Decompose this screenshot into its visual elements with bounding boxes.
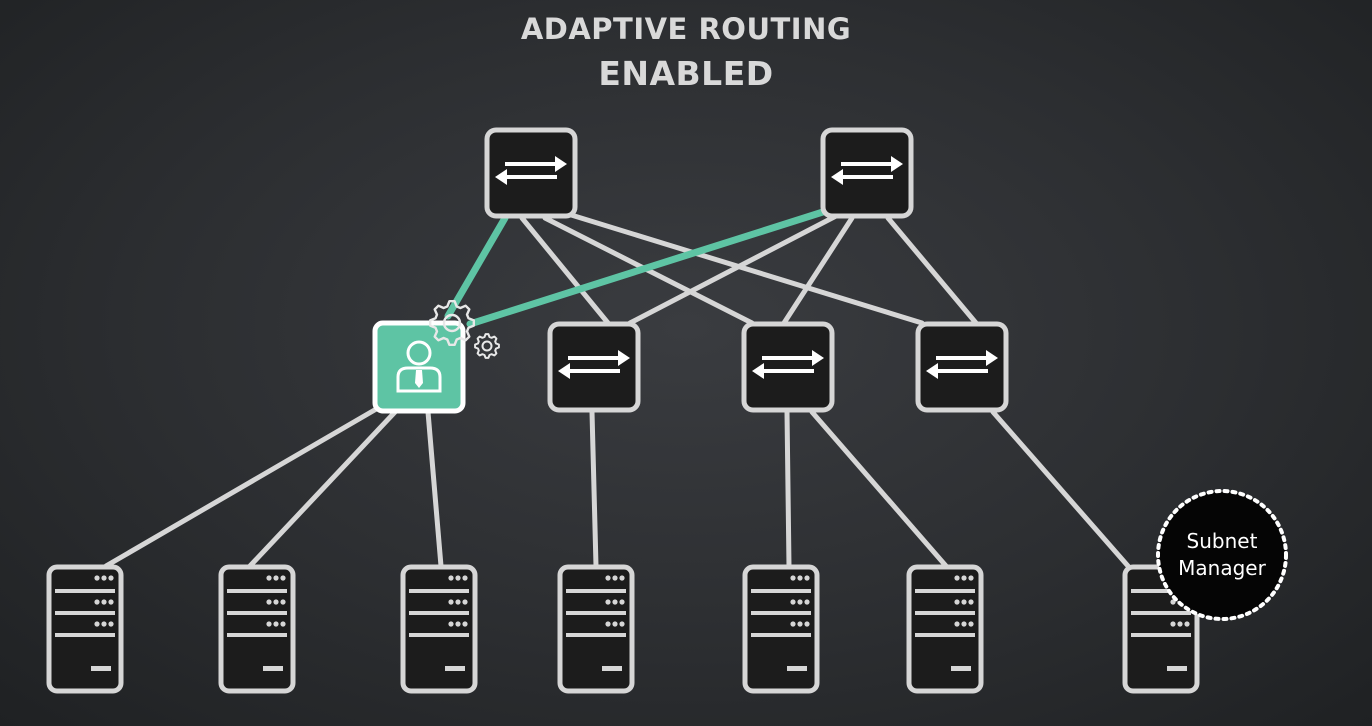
link-leaf-1-server-3	[425, 409, 444, 569]
gear-icon-small	[474, 333, 500, 359]
link-leaf-3-server-6	[809, 409, 949, 569]
server-icon-server-5	[745, 567, 817, 691]
link-spine-2-leaf-4	[885, 215, 979, 326]
server-icon-server-3	[403, 567, 475, 691]
server-icon-server-2	[221, 567, 293, 691]
server-icon-server-1	[49, 567, 121, 691]
link-spine-2-leaf-2	[627, 213, 839, 326]
switch-spine-2	[820, 127, 914, 219]
diagram-title-line1: ADAPTIVE ROUTING	[520, 12, 852, 46]
link-spine-1-leaf-4	[565, 211, 925, 326]
subnet-manager-label-line2: Manager	[1178, 556, 1266, 580]
link-leaf-2-server-4	[589, 409, 599, 569]
link-leaf-1-server-2	[247, 409, 398, 569]
subnet-manager-label: Subnet Manager	[1158, 528, 1286, 582]
switch-leaf-2	[547, 321, 641, 413]
link-spine-1-leaf-2	[519, 215, 611, 326]
link-leaf-1-server-1	[103, 405, 381, 569]
link-spine-2-leaf-3	[781, 215, 855, 326]
switch-leaf-1-manager	[372, 320, 466, 414]
link-leaf-3-server-5	[784, 409, 792, 569]
switch-leaf-4	[915, 321, 1009, 413]
gear-icon-large	[429, 300, 475, 346]
server-icon-server-4	[560, 567, 632, 691]
subnet-manager-label-line1: Subnet	[1186, 529, 1258, 553]
switch-spine-1	[484, 127, 578, 219]
diagram-title-line2: ENABLED	[598, 54, 774, 93]
subnet-manager-badge	[1156, 489, 1288, 621]
link-leaf-4-server-7	[990, 409, 1131, 569]
manager-person-icon	[396, 340, 442, 393]
link-spine-2-leaf-1	[466, 207, 830, 328]
link-spine-1-leaf-1	[444, 214, 509, 320]
server-icon-server-6	[909, 567, 981, 691]
switch-leaf-3	[741, 321, 835, 413]
